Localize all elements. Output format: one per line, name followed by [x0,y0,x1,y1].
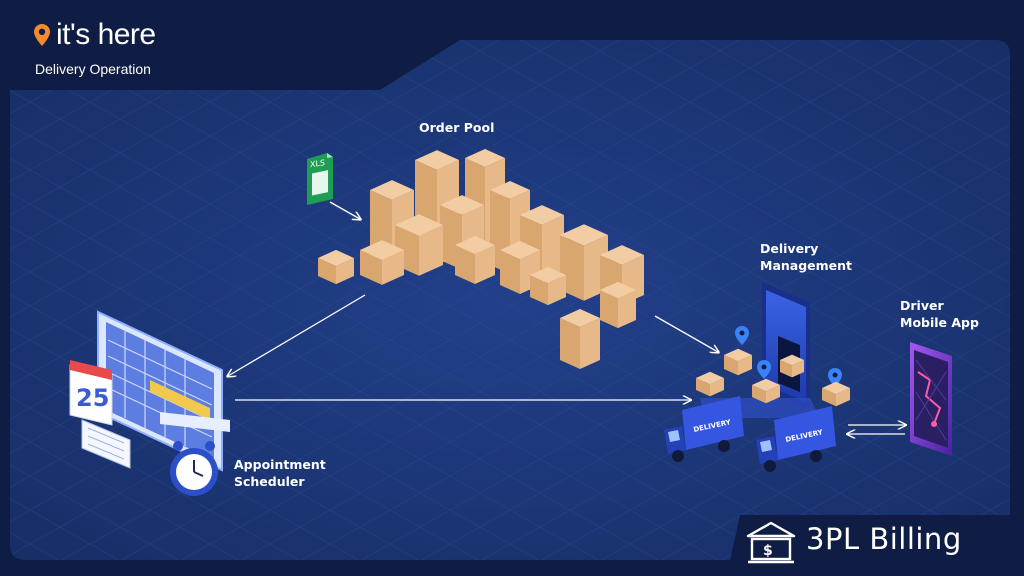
map-pin-icon [735,326,749,345]
svg-text:$: $ [763,543,773,559]
delivery-trucks: DELIVERY DELIVERY [664,396,836,472]
parcel-box [560,309,600,369]
location-pin-icon [34,24,50,46]
calendar-icon: 25 [69,360,113,426]
billing-section: 3PL Billing [746,522,962,556]
parcel-box [600,281,636,329]
delivery-truck-icon: DELIVERY [756,406,836,472]
appointment-scheduler-label-line2: Scheduler [234,474,305,489]
parcel-box [500,241,540,294]
brand-name: it's here [56,18,156,51]
billing-label: 3PL Billing [806,522,962,556]
delivery-management-label: Delivery Management [760,240,852,274]
delivery-management-illustration [700,282,842,418]
delivery-management-label-line2: Management [760,258,853,273]
order-pool-label: Order Pool [419,120,495,135]
parcel-box [318,249,354,285]
driver-mobile-app-label: Driver Mobile App [900,297,979,331]
parcel-box [696,371,724,397]
arrow-pool-to-scheduler [228,294,366,376]
driver-mobile-app-label-line1: Driver [900,298,944,313]
bank-icon: $ [746,521,796,564]
delivery-truck-icon: DELIVERY [664,396,744,462]
appointment-scheduler-illustration: 25 [69,310,230,496]
destination-dot-icon [931,421,937,427]
page-subtitle: Delivery Operation [35,61,151,77]
map-pin-icon [828,368,842,387]
parcel-box [455,236,495,284]
xls-file-icon: XLS [307,153,333,205]
arrow-xls-to-pool [329,201,360,219]
parcel-box [724,348,752,376]
appointment-scheduler-label-line1: Appointment [234,457,326,472]
delivery-management-label-line1: Delivery [760,241,819,256]
desk-calendar-icon [81,419,131,469]
parcel-box [822,381,850,407]
calendar-day: 25 [76,384,109,412]
appointment-scheduler-label: Appointment Scheduler [234,456,326,490]
alarm-clock-icon [170,441,218,496]
parcel-box [780,354,804,378]
arrow-pool-to-delivery [654,315,718,352]
xls-file-label: XLS [310,158,325,169]
parcel-box [752,378,780,404]
map-pin-icon [757,360,771,379]
driver-mobile-app-illustration [910,342,952,456]
order-pool-boxes [318,149,644,369]
parcel-box [360,240,404,285]
delivery-parcels [696,348,850,407]
driver-mobile-app-label-line2: Mobile App [900,315,979,330]
brand: it's here [32,18,156,52]
parcel-box [530,266,566,306]
background-grid [10,40,1010,560]
